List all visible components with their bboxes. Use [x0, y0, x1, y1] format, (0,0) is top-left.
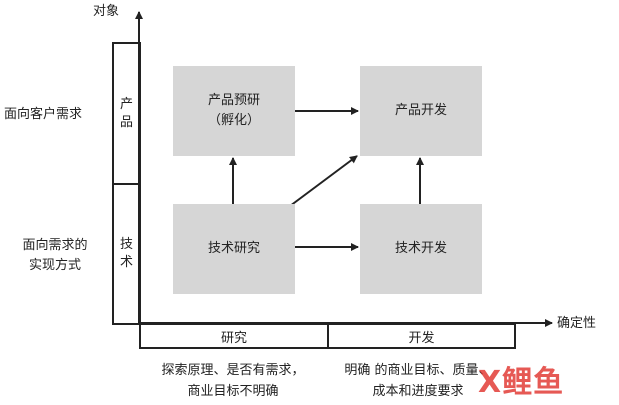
category-technology-label: 技术	[119, 237, 133, 270]
watermark-part1: X	[478, 365, 503, 400]
category-column-product: 产品	[112, 42, 141, 185]
research-description: 探索原理、是否有需求， 商业目标不明确	[138, 360, 328, 402]
category-column-technology: 技术	[112, 183, 141, 325]
box-technology-development: 技术开发	[360, 204, 482, 294]
row-label-customer-needs: 面向客户需求	[4, 107, 83, 122]
development-description: 明确 的商业目标、质量、 成本和进度要求	[318, 360, 518, 402]
phase-development-label: 开发	[408, 330, 435, 346]
arrow-tech-research-to-product-dev	[289, 155, 358, 207]
research-description-line1: 探索原理、是否有需求，	[161, 363, 305, 378]
box-technology-research: 技术研究	[173, 204, 295, 294]
development-description-line1: 明确 的商业目标、质量、	[344, 363, 492, 378]
box-product-development: 产品开发	[360, 66, 482, 156]
y-axis-label: 对象	[93, 4, 120, 19]
row-label-implementation-line1: 面向需求的	[22, 238, 88, 253]
box-technology-development-label: 技术开发	[394, 241, 447, 256]
phase-cell-research: 研究	[139, 323, 329, 349]
box-product-development-label: 产品开发	[394, 103, 447, 118]
phase-cell-development: 开发	[327, 323, 516, 349]
watermark-logo: X鲤鱼	[478, 357, 564, 401]
x-axis-label: 确定性	[557, 316, 597, 331]
box-product-preresearch: 产品预研 （孵化）	[173, 66, 295, 156]
box-product-preresearch-line1: 产品预研	[207, 93, 260, 108]
development-description-line2: 成本和进度要求	[372, 384, 464, 399]
box-technology-research-label: 技术研究	[207, 241, 260, 256]
research-description-line2: 商业目标不明确	[187, 384, 279, 399]
category-product-label: 产品	[119, 96, 133, 130]
box-product-preresearch-line2: （孵化）	[207, 113, 260, 128]
row-label-implementation-line2: 实现方式	[28, 258, 81, 273]
watermark-part2: 鲤鱼	[502, 365, 565, 400]
phase-research-label: 研究	[220, 330, 247, 346]
row-label-implementation: 面向需求的 实现方式	[10, 236, 100, 276]
